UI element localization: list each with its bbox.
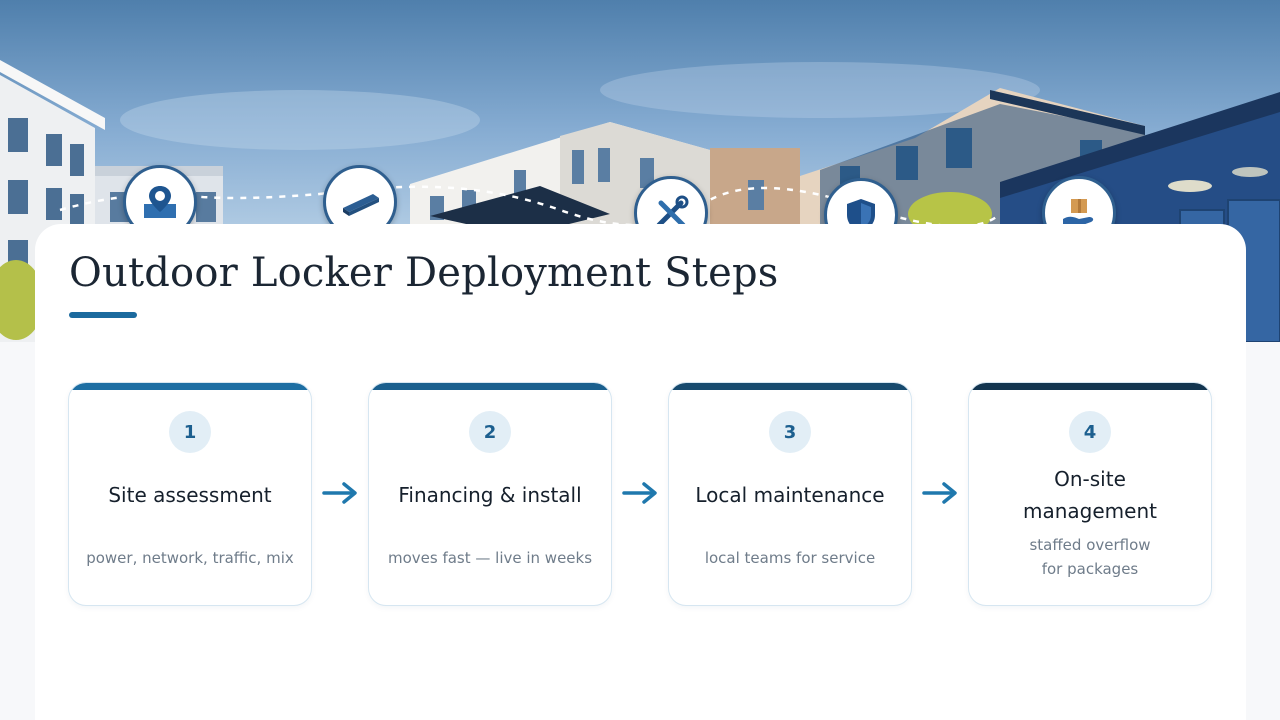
arrow-right-icon — [322, 482, 357, 504]
step-card: 3 Local maintenance local teams for serv… — [668, 382, 912, 606]
step-number-badge: 2 — [469, 411, 511, 453]
page-title: Outdoor Locker Deployment Steps — [69, 250, 779, 296]
step-number-badge: 1 — [169, 411, 211, 453]
step-description: staffed overflow for packages — [1029, 536, 1151, 578]
step-card: 4 On-site management staffed overflow fo… — [968, 382, 1212, 606]
step-card: 2 Financing & install moves fast — live … — [368, 382, 612, 606]
card-top-accent — [369, 383, 611, 390]
card-top-accent — [969, 383, 1211, 390]
step-description: local teams for service — [704, 549, 876, 567]
steps-row: 1 Site assessment power, network, traffi… — [68, 382, 1213, 606]
card-top-accent — [669, 383, 911, 390]
step-number-badge: 3 — [769, 411, 811, 453]
step-number-badge: 4 — [1069, 411, 1111, 453]
content-panel: Outdoor Locker Deployment Steps 1 Site a… — [35, 224, 1246, 720]
step-description: power, network, traffic, mix — [86, 549, 294, 567]
step-title: Local maintenance — [695, 483, 885, 507]
step-card: 1 Site assessment power, network, traffi… — [68, 382, 312, 606]
title-underline — [69, 312, 137, 318]
arrow-right-icon — [622, 482, 657, 504]
step-title: On-site management — [1023, 467, 1157, 523]
card-top-accent — [69, 383, 311, 390]
step-description: moves fast — live in weeks — [387, 549, 593, 567]
step-title: Site assessment — [108, 483, 272, 507]
step-title: Financing & install — [398, 483, 582, 507]
arrow-right-icon — [922, 482, 957, 504]
